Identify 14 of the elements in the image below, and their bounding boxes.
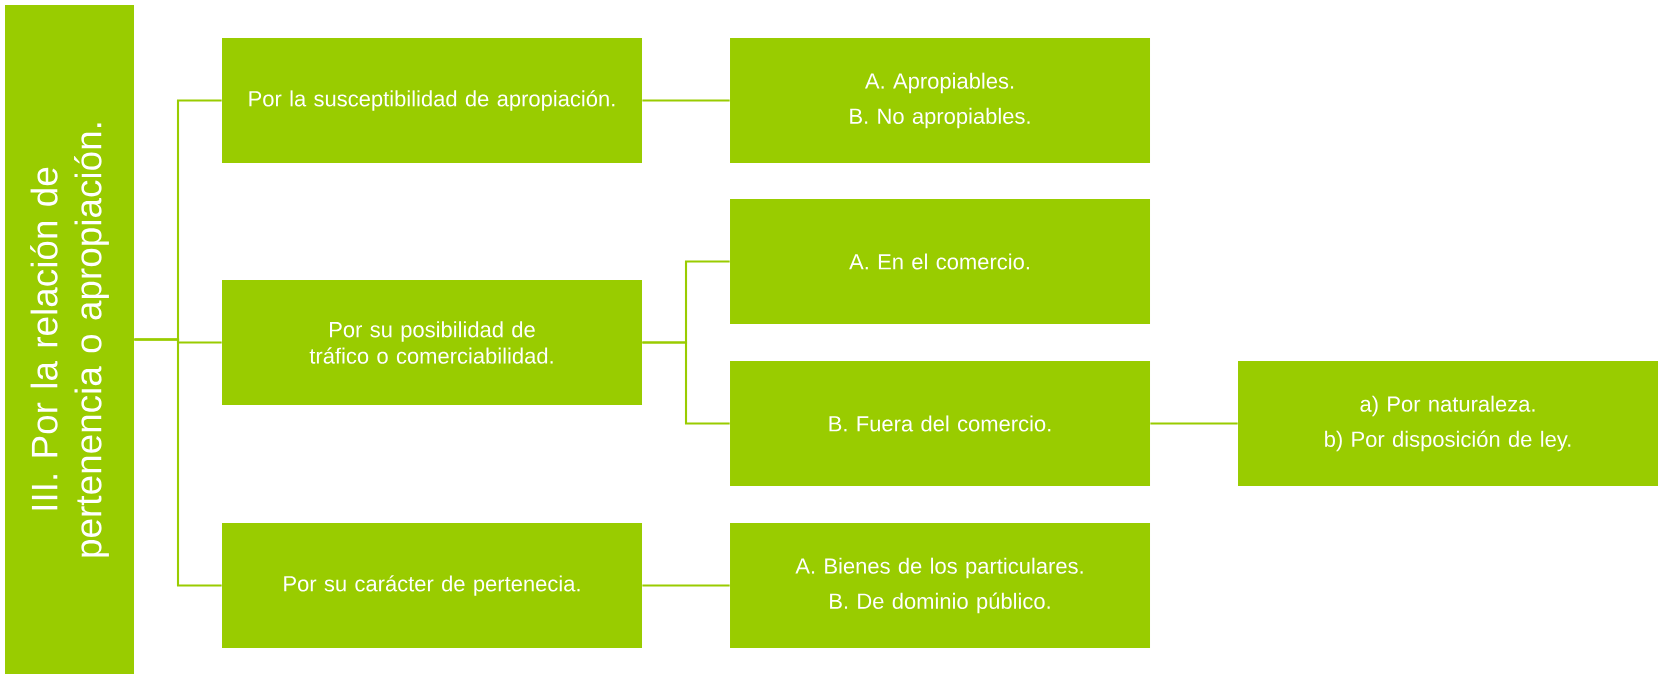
category-box: a) Por naturaleza. b) Por disposición de ley. [1238, 361, 1658, 486]
category-box: Por la susceptibilidad de apropiación. [222, 38, 642, 163]
connector-line [642, 584, 730, 587]
category-box: A. En el comercio. [730, 199, 1150, 324]
connector-line [642, 99, 730, 102]
category-box: Por su posibilidad de tráfico o comerciabilidad. [222, 280, 642, 405]
category-box: A. Bienes de los particulares. B. De dominio público. [730, 523, 1150, 648]
category-box: Por su carácter de pertenecia. [222, 523, 642, 648]
connector-line [134, 338, 222, 587]
connector-line [1150, 422, 1238, 425]
category-box: A. Apropiables. B. No apropiables. [730, 38, 1150, 163]
connector-line [642, 341, 730, 425]
category-box: B. Fuera del comercio. [730, 361, 1150, 486]
title-box: III. Por la relación de pertenencia o apropiación. [5, 5, 134, 674]
